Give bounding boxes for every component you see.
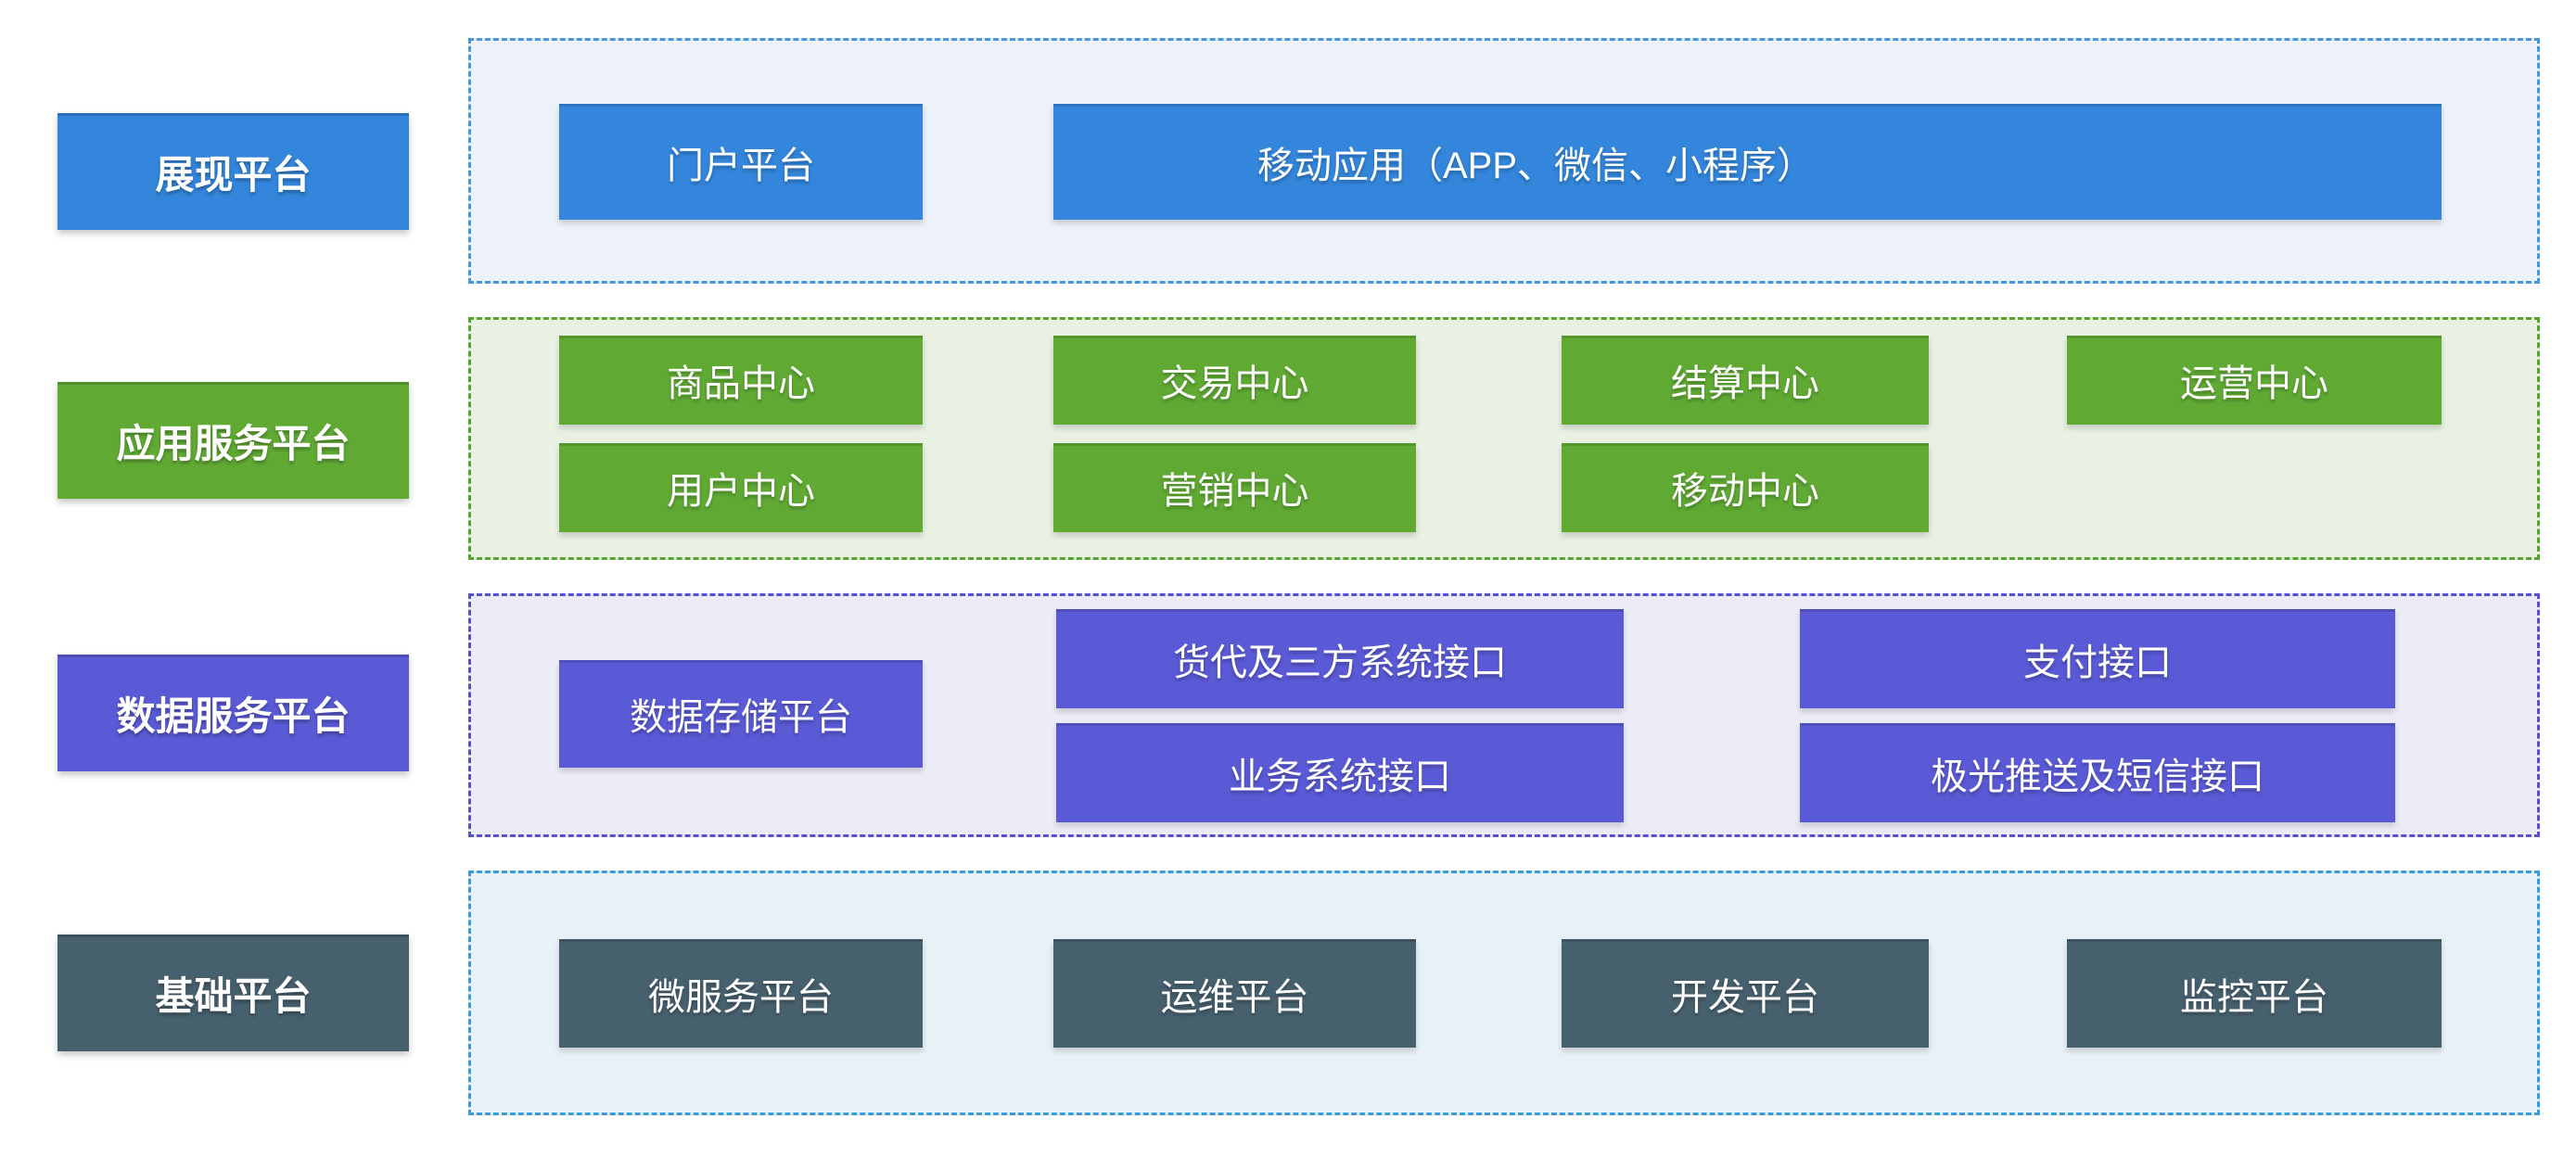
box-operation-center: 运营中心: [2067, 336, 2442, 425]
box-payment-interface: 支付接口: [1800, 609, 2395, 708]
row-label-base-platform: 基础平台: [57, 934, 409, 1051]
box-dev-platform: 开发平台: [1562, 939, 1929, 1048]
container-data-service-platform: 数据存储平台 货代及三方系统接口 支付接口 业务系统接口 极光推送及短信接口: [468, 593, 2540, 837]
box-jpush-sms-interface: 极光推送及短信接口: [1800, 723, 2395, 822]
box-mobile-center: 移动中心: [1562, 443, 1929, 532]
container-presentation-platform: 门户平台 移动应用（APP、微信、小程序）: [468, 38, 2540, 284]
box-settlement-center: 结算中心: [1562, 336, 1929, 425]
box-ops-platform: 运维平台: [1053, 939, 1416, 1048]
box-freight-third-party-interface: 货代及三方系统接口: [1056, 609, 1624, 708]
box-portal-platform: 门户平台: [559, 104, 923, 220]
box-user-center: 用户中心: [559, 443, 923, 532]
box-marketing-center: 营销中心: [1053, 443, 1416, 532]
row-label-data-service-platform: 数据服务平台: [57, 655, 409, 771]
container-application-service-platform: 商品中心 交易中心 结算中心 运营中心 用户中心 营销中心 移动中心: [468, 317, 2540, 560]
box-microservice-platform: 微服务平台: [559, 939, 923, 1048]
box-mobile-apps: 移动应用（APP、微信、小程序）: [1053, 104, 2442, 220]
container-base-platform: 微服务平台 运维平台 开发平台 监控平台: [468, 871, 2540, 1115]
box-business-system-interface: 业务系统接口: [1056, 723, 1624, 822]
box-data-storage-platform: 数据存储平台: [559, 660, 923, 768]
box-product-center: 商品中心: [559, 336, 923, 425]
row-label-presentation-platform: 展现平台: [57, 113, 409, 230]
box-trade-center: 交易中心: [1053, 336, 1416, 425]
box-monitor-platform: 监控平台: [2067, 939, 2442, 1048]
row-label-application-service-platform: 应用服务平台: [57, 382, 409, 499]
